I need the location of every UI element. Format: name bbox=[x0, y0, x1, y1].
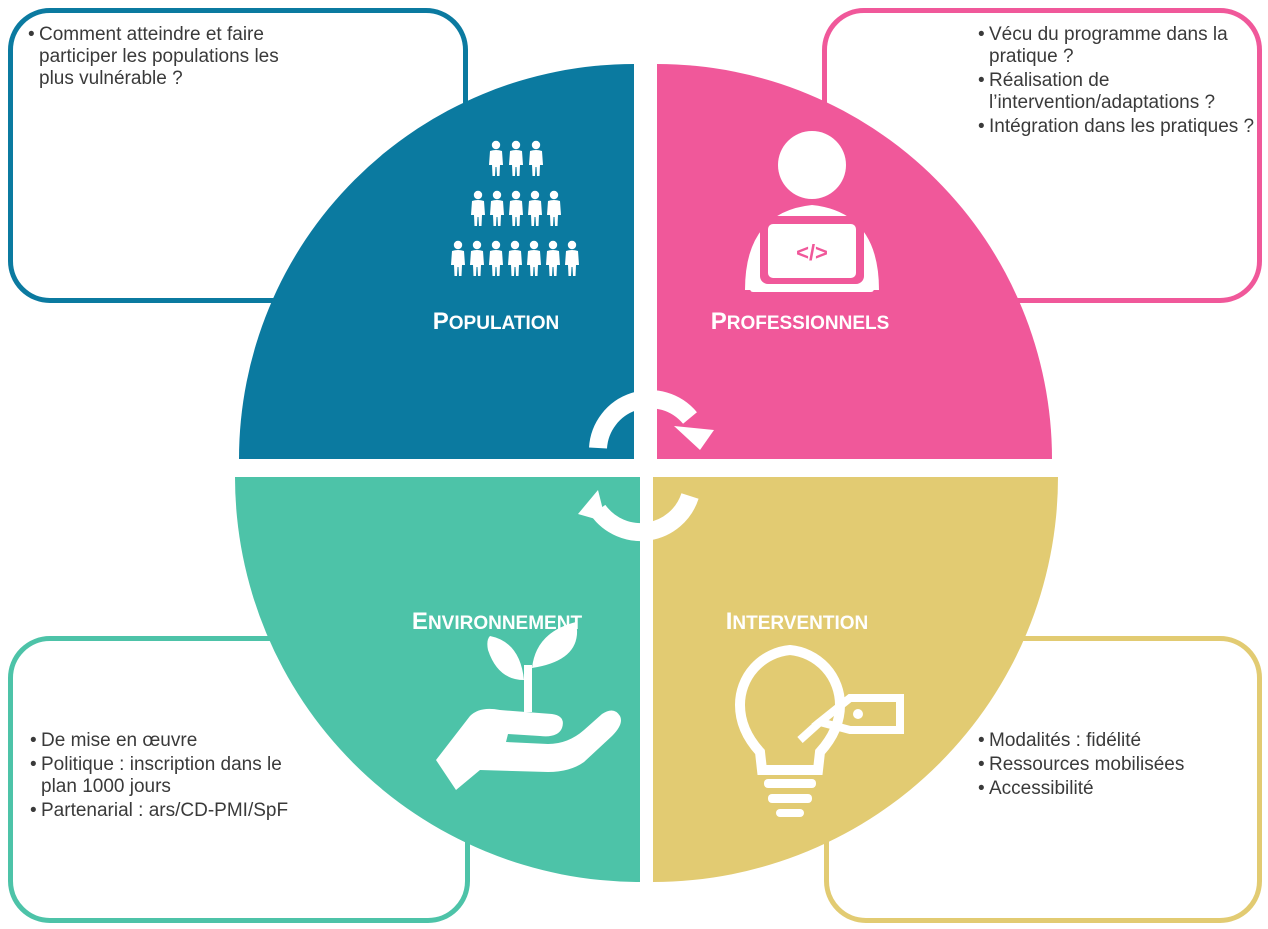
list-item: Partenarial : ars/CD-PMI/SpF bbox=[30, 800, 290, 822]
list-item: De mise en œuvre bbox=[30, 730, 290, 752]
list-item: Vécu du programme dans la pratique ? bbox=[978, 24, 1263, 68]
list-item: Modalités : fidélité bbox=[978, 730, 1258, 752]
list-population-questions: Comment atteindre et faire participer le… bbox=[28, 24, 283, 92]
list-item: Ressources mobilisées bbox=[978, 754, 1258, 776]
lightbulb-tag-icon bbox=[734, 644, 904, 817]
list-item: Réalisation de l’intervention/adaptation… bbox=[978, 70, 1263, 114]
cycle-arrows-icon bbox=[589, 390, 699, 542]
person-laptop-code-icon: </> bbox=[745, 131, 879, 292]
label-environnement: ENVIRONNEMENT bbox=[412, 608, 583, 635]
quadrant-intervention bbox=[653, 477, 1058, 882]
list-item: Accessibilité bbox=[978, 778, 1258, 800]
people-pyramid-icon bbox=[0, 0, 579, 276]
list-item: Comment atteindre et faire participer le… bbox=[28, 24, 283, 90]
quadrant-environnement bbox=[235, 477, 640, 882]
list-item: Intégration dans les pratiques ? bbox=[978, 116, 1263, 138]
hand-sprout-icon bbox=[436, 622, 621, 790]
label-population: POPULATION bbox=[433, 308, 560, 335]
list-intervention-items: Modalités : fidélité Ressources mobilisé… bbox=[978, 730, 1258, 802]
cycle-arrowheads bbox=[578, 426, 714, 522]
label-professionnels: PROFESSIONNELS bbox=[711, 308, 890, 335]
list-professionnels-questions: Vécu du programme dans la pratique ? Réa… bbox=[978, 24, 1263, 140]
list-environnement-items: De mise en œuvre Politique : inscription… bbox=[30, 730, 290, 824]
list-item: Politique : inscription dans le plan 100… bbox=[30, 754, 290, 798]
label-intervention: INTERVENTION bbox=[726, 608, 869, 635]
svg-text:</>: </> bbox=[796, 240, 828, 265]
